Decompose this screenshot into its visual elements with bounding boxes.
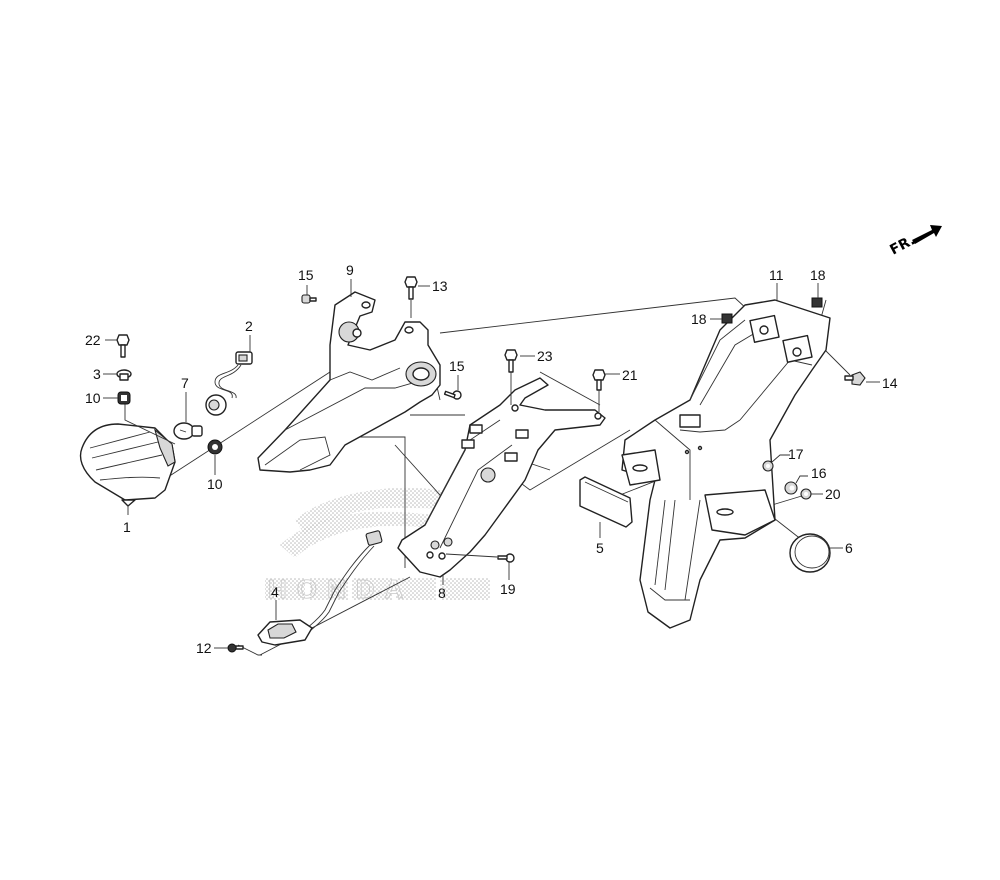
callout-14[interactable]: 14 [882, 375, 898, 391]
part-reflector-5[interactable] [579, 476, 633, 528]
part-nut-17[interactable] [762, 460, 774, 472]
part-screw-15-lower[interactable] [443, 390, 462, 400]
callout-2[interactable]: 2 [245, 318, 253, 334]
callout-3[interactable]: 3 [93, 366, 101, 382]
callout-10-lower[interactable]: 10 [207, 476, 223, 492]
part-grommet-lower[interactable] [207, 439, 223, 455]
part-round-reflector-6[interactable] [789, 533, 831, 573]
callout-16[interactable]: 16 [811, 465, 827, 481]
part-tail-light[interactable] [79, 400, 176, 507]
callout-7[interactable]: 7 [181, 375, 189, 391]
callout-5[interactable]: 5 [596, 540, 604, 556]
part-socket-harness[interactable] [205, 351, 253, 416]
part-grommet-upper[interactable] [117, 391, 131, 405]
part-bolt-22[interactable] [116, 334, 130, 358]
callout-10-upper[interactable]: 10 [85, 390, 101, 406]
callout-15-upper[interactable]: 15 [298, 267, 314, 283]
part-collar[interactable] [116, 369, 132, 381]
callout-18-left[interactable]: 18 [691, 311, 707, 327]
part-license-light[interactable] [237, 530, 383, 656]
callout-6[interactable]: 6 [845, 540, 853, 556]
callout-1[interactable]: 1 [123, 519, 131, 535]
leader-bracket-bolts [539, 371, 601, 406]
part-bolt-14[interactable] [844, 371, 866, 386]
callout-23[interactable]: 23 [537, 348, 553, 364]
part-screw-15-upper[interactable] [301, 294, 317, 304]
callout-17[interactable]: 17 [788, 446, 804, 462]
callout-22[interactable]: 22 [85, 332, 101, 348]
part-bolt-23[interactable] [504, 349, 518, 405]
callout-11[interactable]: 11 [769, 267, 784, 283]
part-washer-20[interactable] [800, 488, 812, 500]
callout-15-lower[interactable]: 15 [449, 358, 465, 374]
callout-13[interactable]: 13 [432, 278, 448, 294]
part-nut-16[interactable] [784, 481, 798, 495]
callout-21[interactable]: 21 [622, 367, 638, 383]
callout-8[interactable]: 8 [438, 585, 446, 601]
part-clip-18-right[interactable] [811, 297, 823, 308]
callout-9[interactable]: 9 [346, 262, 354, 278]
part-light-housing-bracket[interactable] [257, 291, 441, 473]
part-rear-fender[interactable] [621, 299, 831, 629]
front-arrow-icon [912, 225, 942, 244]
callout-leaders [103, 279, 880, 649]
front-direction-indicator: FR. [887, 225, 942, 259]
callout-19[interactable]: 19 [500, 581, 516, 597]
part-clip-18-left[interactable] [721, 313, 733, 324]
callout-12[interactable]: 12 [196, 640, 212, 656]
part-license-bracket[interactable] [397, 377, 606, 578]
callout-labels: 1 2 3 4 5 6 7 8 9 10 10 11 12 13 14 15 1… [85, 262, 898, 656]
callout-20[interactable]: 20 [825, 486, 841, 502]
part-bolt-21[interactable] [592, 369, 606, 412]
part-bulb[interactable] [173, 422, 203, 440]
part-screw-12[interactable] [227, 643, 244, 653]
part-tapping-screw-19[interactable] [445, 553, 515, 563]
fr-label: FR. [887, 232, 917, 258]
part-bolt-13[interactable] [404, 276, 418, 318]
callout-4[interactable]: 4 [271, 584, 279, 600]
callout-18-right[interactable]: 18 [810, 267, 826, 283]
